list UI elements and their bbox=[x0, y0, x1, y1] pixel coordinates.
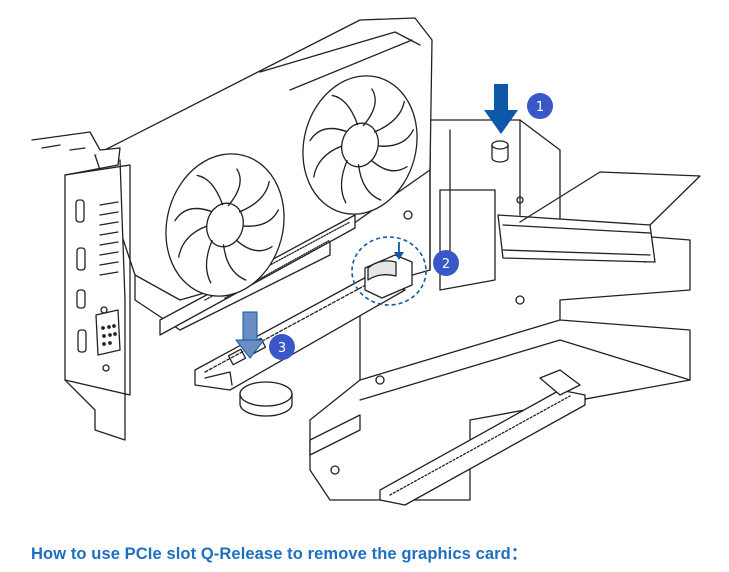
bracket-pcie-slot bbox=[309, 369, 586, 506]
q-release-latch bbox=[364, 254, 413, 299]
dashed-circle-highlight bbox=[351, 236, 427, 306]
fan bbox=[299, 75, 420, 215]
graphics-card-removal-diagram: 1 2 3 bbox=[31, 17, 701, 506]
step-badge-3: 3 bbox=[269, 334, 295, 360]
instruction-caption: How to use PCIe slot Q-Release to remove… bbox=[31, 545, 528, 563]
svg-text:1: 1 bbox=[536, 100, 544, 115]
step-badge-2: 2 bbox=[433, 250, 459, 276]
graphics-card bbox=[31, 17, 509, 441]
down-arrow-icon bbox=[234, 311, 266, 359]
riser-screw bbox=[491, 140, 509, 163]
motherboard-pcie-slot bbox=[194, 274, 406, 391]
io-bracket bbox=[31, 131, 131, 441]
svg-text:2: 2 bbox=[442, 257, 450, 272]
down-arrow-icon bbox=[484, 84, 518, 134]
fan bbox=[164, 153, 285, 297]
riser-ribbon-cable bbox=[497, 171, 701, 263]
latch-down-arrow-icon bbox=[394, 242, 404, 260]
cmos-battery bbox=[239, 381, 293, 417]
step-badge-1: 1 bbox=[527, 93, 553, 119]
svg-text:3: 3 bbox=[278, 341, 286, 356]
